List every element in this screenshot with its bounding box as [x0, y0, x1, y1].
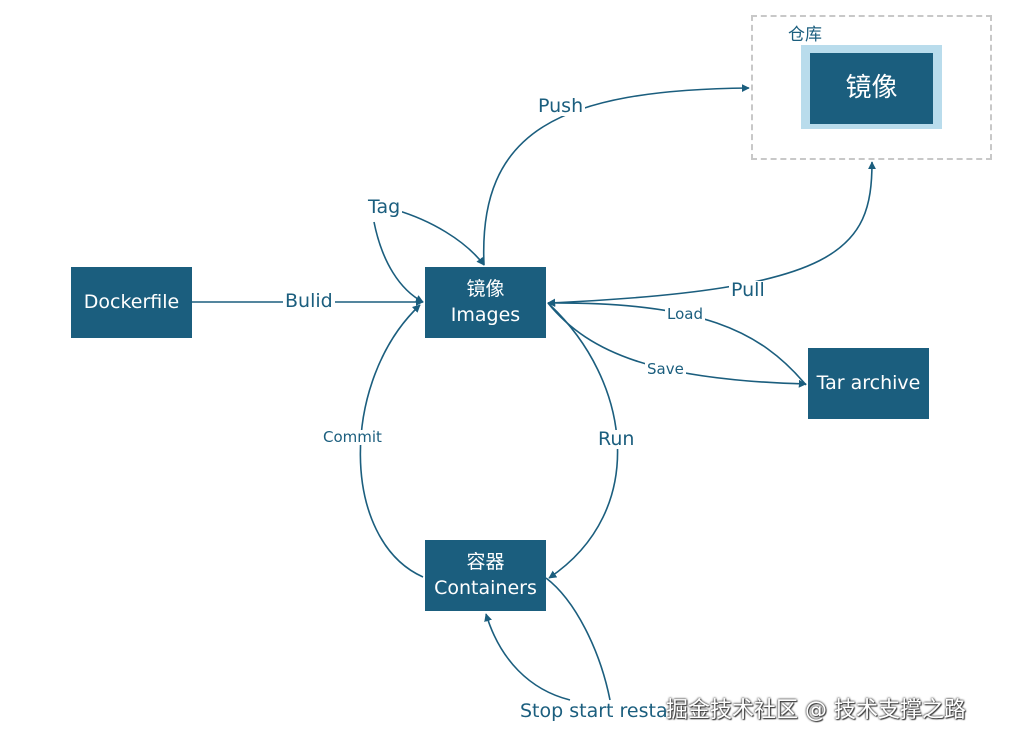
repository-image-label: 镜像: [845, 72, 898, 103]
containers-node: 容器 Containers: [425, 540, 546, 611]
run-edge-label: Run: [596, 428, 637, 450]
tar-archive-node: Tar archive: [808, 348, 929, 419]
images-label-cn: 镜像: [466, 277, 505, 300]
edge-push: [482, 84, 750, 266]
dockerfile-node: Dockerfile: [71, 267, 192, 338]
edge-tag: [395, 209, 485, 266]
edge-commit: [359, 304, 424, 578]
edge-stop-start: [484, 613, 571, 701]
watermark-text: 掘金技术社区 @ 技术支撑之路: [666, 698, 966, 723]
push-edge-label: Push: [536, 95, 586, 117]
edge-pull: [547, 161, 876, 307]
repository-container: [751, 15, 992, 160]
images-node: 镜像 Images: [425, 267, 546, 338]
edge-tag-loop: [373, 221, 424, 303]
containers-label-en: Containers: [434, 576, 537, 599]
edge-load: [547, 298, 807, 386]
save-edge-label: Save: [645, 360, 686, 378]
load-edge-label: Load: [665, 305, 705, 323]
tar-archive-label: Tar archive: [816, 371, 921, 394]
tag-edge-label: Tag: [366, 196, 403, 218]
bulid-edge-label: Bulid: [283, 290, 335, 312]
stop-start-edge-label: Stop start resta: [518, 700, 670, 722]
commit-edge-label: Commit: [321, 428, 384, 446]
repository-image-node: 镜像: [810, 53, 933, 124]
pull-edge-label: Pull: [729, 279, 767, 301]
dockerfile-label: Dockerfile: [83, 290, 180, 313]
edge-stop-start-return: [545, 577, 611, 701]
images-label-en: Images: [450, 303, 521, 326]
containers-label-cn: 容器: [466, 550, 505, 573]
repository-label: 仓库: [788, 25, 822, 45]
